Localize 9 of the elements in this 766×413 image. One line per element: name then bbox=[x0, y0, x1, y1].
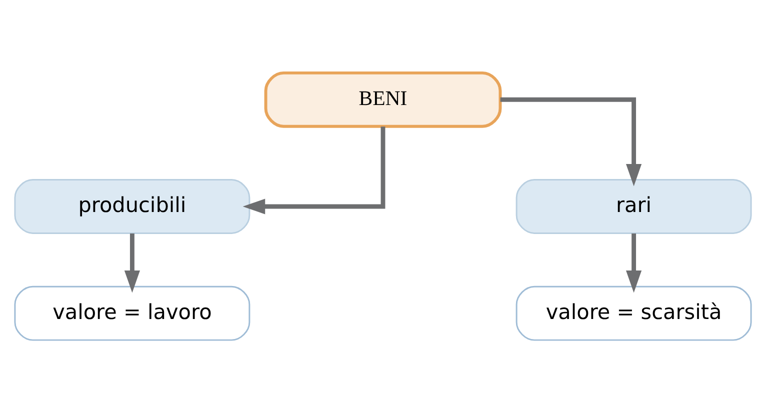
node-box: BENI bbox=[264, 71, 502, 128]
arrow bbox=[242, 126, 386, 214]
arrow bbox=[500, 97, 642, 186]
node-box: valore = lavoro bbox=[14, 286, 250, 341]
arrow bbox=[124, 233, 140, 293]
node-box: producibili bbox=[14, 179, 250, 234]
node-box: rari bbox=[516, 179, 752, 234]
node-box: valore = scarsità bbox=[516, 286, 752, 341]
arrow bbox=[626, 233, 642, 293]
